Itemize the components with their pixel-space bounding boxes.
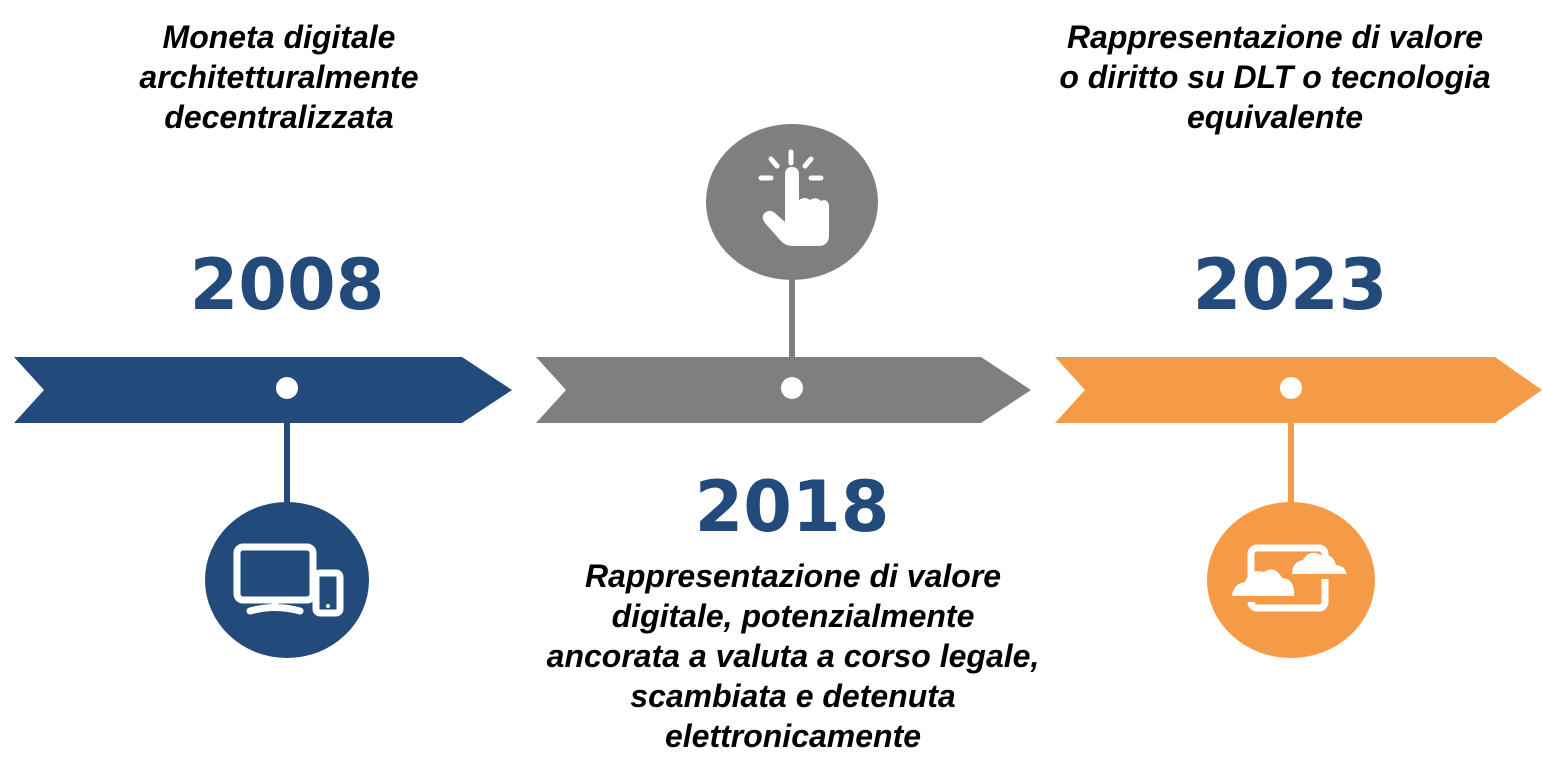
timeline-dot-2008 [276,377,298,399]
tap-hand-icon [758,149,829,246]
description-2008: Moneta digitale architetturalmente decen… [139,19,419,135]
timeline-segment-2008 [14,357,512,423]
desktop-and-phone-icon [233,543,344,617]
year-2018: 2018 [694,466,890,548]
timeline-dot-2018 [781,377,803,399]
tablet-cloud-icon [1230,544,1350,612]
year-2023: 2023 [1192,244,1388,326]
description-2023: Rappresentazione di valore o diritto su … [1059,19,1491,135]
icon-badge-2008 [205,502,369,658]
timeline-dot-2023 [1280,377,1302,399]
year-2008: 2008 [189,244,385,326]
description-2018: Rappresentazione di valore digitale, pot… [546,558,1040,754]
icon-badge-2023 [1207,502,1375,658]
